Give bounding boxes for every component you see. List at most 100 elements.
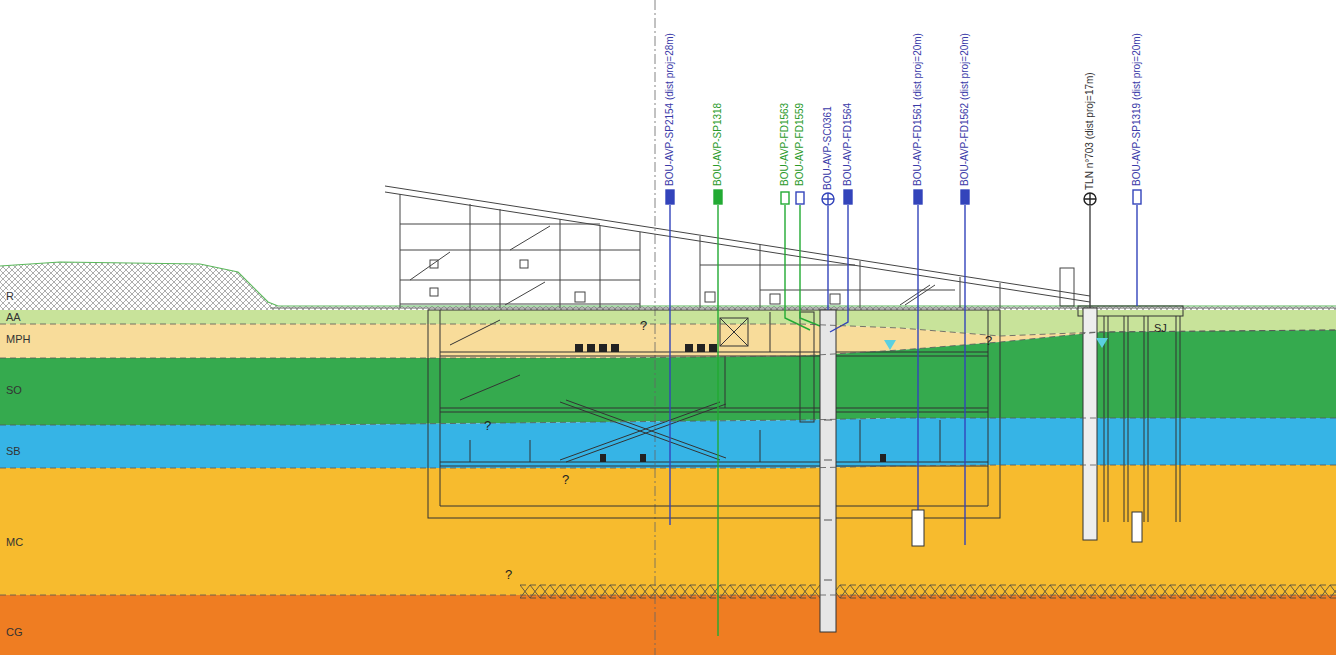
weathered-band	[520, 585, 1336, 598]
borehole	[1089, 206, 1090, 308]
band-shape	[0, 330, 1336, 425]
station-box	[611, 344, 619, 352]
uncertainty-mark: ?	[484, 418, 491, 434]
station-box	[575, 344, 583, 352]
band-shape	[0, 324, 1336, 358]
borehole-label: BOU-AVP-SP2154 (dist proj=28m)	[664, 33, 676, 186]
station-box	[440, 352, 988, 466]
station-building	[1060, 268, 1074, 306]
weathered-band	[520, 585, 1336, 598]
layer-boundary	[0, 330, 1336, 358]
band-fill	[0, 262, 1336, 310]
borehole	[714, 190, 722, 204]
weathered-band	[520, 585, 1336, 598]
station-building	[770, 294, 780, 304]
borehole	[1132, 512, 1142, 542]
station-box	[575, 344, 886, 462]
layer-code: SB	[6, 445, 21, 457]
stratum-band: MPH	[0, 324, 1336, 358]
station-box	[440, 310, 988, 506]
borehole	[1084, 193, 1096, 205]
borehole-label: TLN n°703 (dist proj=17m)	[1084, 72, 1096, 190]
station-box	[640, 454, 646, 462]
borehole	[912, 510, 924, 546]
station-building	[385, 186, 1090, 302]
layer-code: R	[6, 290, 14, 302]
borehole	[822, 193, 834, 205]
band-shape	[0, 465, 1336, 595]
station-building	[270, 186, 1336, 308]
band-fill	[0, 310, 1336, 336]
station-box	[697, 344, 705, 352]
uncertainty-mark: ?	[562, 472, 569, 488]
borehole-label: BOU-AVP-FD1561 (dist proj=20m)	[912, 33, 924, 186]
station-box	[428, 310, 1000, 518]
borehole-label: BOU-AVP-FD1563	[779, 103, 791, 186]
borehole	[822, 193, 834, 205]
borehole	[961, 190, 969, 204]
stratum-band: SB	[0, 418, 1336, 468]
station-building	[400, 224, 640, 304]
stratum-band: MC	[0, 465, 1336, 595]
band-shape	[0, 310, 1336, 336]
band-fill	[0, 595, 1336, 655]
station-box	[709, 344, 717, 352]
band-shape	[0, 595, 1336, 655]
station-box	[599, 344, 607, 352]
station-box	[720, 318, 748, 346]
borehole	[914, 190, 922, 204]
water-table	[884, 338, 1108, 350]
band-shape	[0, 418, 1336, 468]
band-shape	[0, 262, 1336, 310]
borehole	[800, 205, 820, 326]
station-building	[700, 236, 1000, 308]
band-shape	[0, 262, 1336, 310]
water-table	[884, 340, 896, 350]
borehole	[1083, 308, 1097, 540]
band-shape	[0, 324, 1336, 358]
stratum-band: R	[0, 262, 1336, 310]
borehole	[785, 205, 810, 330]
layer-boundary	[0, 595, 1336, 596]
station-box	[587, 344, 595, 352]
borehole	[820, 310, 836, 632]
borehole	[824, 420, 832, 580]
station-building	[270, 308, 1336, 309]
station-building	[430, 260, 438, 268]
band-shape	[0, 595, 1336, 655]
station-box	[685, 344, 693, 352]
station-building	[410, 226, 550, 305]
borehole	[827, 206, 828, 310]
uncertainty-mark: ?	[505, 567, 512, 583]
borehole	[669, 205, 670, 525]
station-building	[400, 194, 640, 308]
borehole-label: BOU-AVP-FD1562 (dist proj=20m)	[959, 33, 971, 186]
band-fill	[0, 418, 1336, 468]
borehole	[1133, 190, 1141, 204]
band-fill	[0, 465, 1336, 595]
borehole	[796, 192, 804, 204]
borehole	[1136, 205, 1137, 306]
station-building	[830, 294, 840, 304]
stratum-band: SO	[0, 330, 1336, 425]
band-shape	[0, 330, 1336, 425]
water-table	[1096, 338, 1108, 348]
station-box	[428, 310, 1000, 518]
layer-code: MPH	[6, 333, 30, 345]
borehole-label: BOU-AVP-SP1318	[712, 103, 724, 186]
pile-structure	[1104, 316, 1180, 522]
band-shape	[0, 310, 1336, 336]
band-shape	[0, 465, 1336, 595]
station-building	[575, 292, 585, 302]
borehole	[964, 205, 965, 545]
band-fill	[0, 324, 1336, 358]
uncertainty-mark: ?	[985, 333, 992, 349]
borehole	[717, 205, 718, 636]
station-building	[520, 260, 528, 268]
axis-line	[655, 0, 656, 655]
station-building	[430, 288, 438, 296]
fill-outline	[0, 262, 1336, 306]
borehole	[830, 205, 848, 332]
borehole-label: BOU-AVP-FD1564	[842, 103, 854, 186]
